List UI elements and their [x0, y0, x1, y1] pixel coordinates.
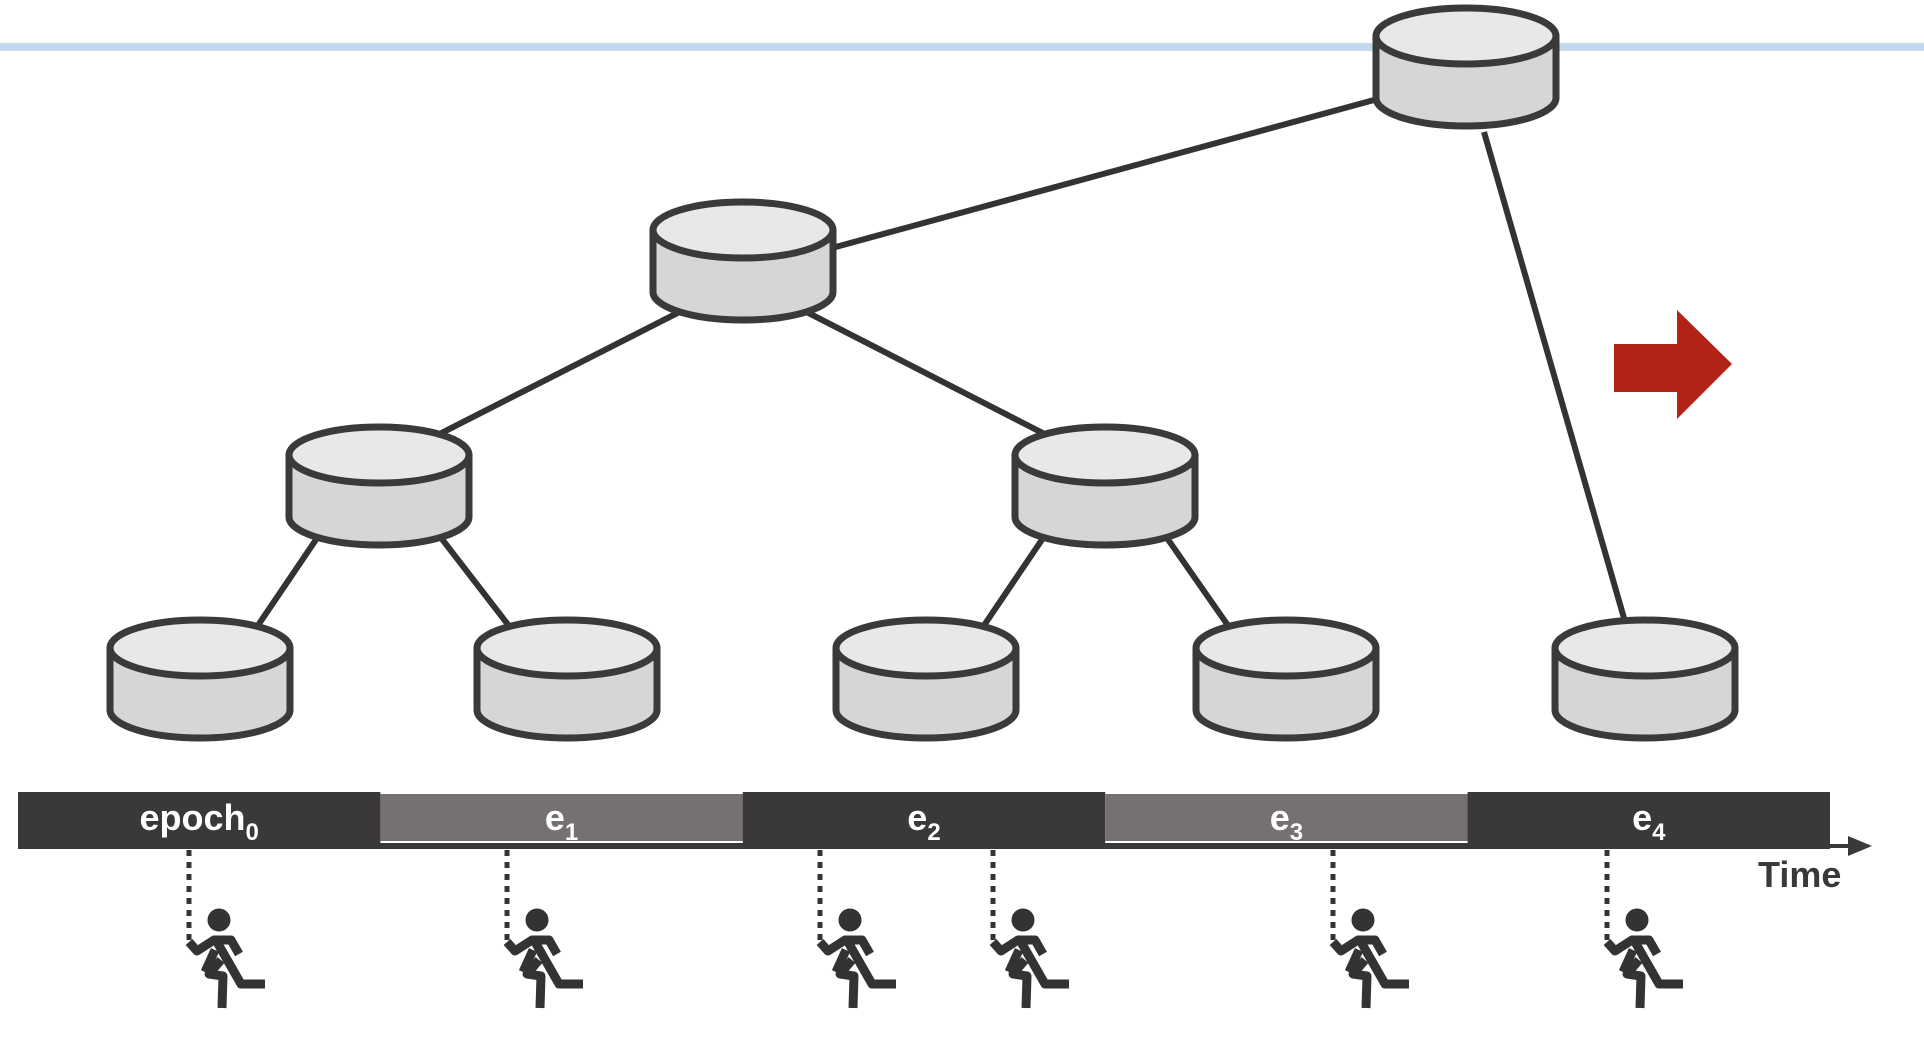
database-node-leaf-4: [1551, 616, 1739, 742]
tree-edge-root-level1: [831, 97, 1375, 251]
tree-edge-level1-level2-right: [801, 307, 1052, 440]
tree-edge-level2-right-leaf-3: [1162, 533, 1234, 632]
tree-nodes: [106, 4, 1739, 742]
tree-edge-level2-left-leaf-1: [436, 533, 515, 632]
epoch-segment-2: [742, 792, 1106, 849]
database-node-level2-left: [285, 423, 473, 549]
right-arrow-icon: [1614, 310, 1732, 419]
time-axis-line: [18, 843, 1830, 849]
epoch-segment-0: [18, 792, 381, 849]
tree-edge-root-leaf-4: [1481, 131, 1631, 633]
database-node-leaf-0: [106, 616, 294, 742]
epoch-segment-1: [380, 794, 744, 841]
timeline: epoch0 e1 e2 e3 e4: [18, 792, 1872, 856]
runner-icon: [189, 850, 265, 1008]
epoch-label-1: e1: [545, 797, 578, 846]
time-axis-arrowhead-icon: [1848, 836, 1872, 856]
epoch-segment-4: [1467, 792, 1830, 849]
epoch-label-0: epoch0: [140, 797, 259, 846]
database-node-level2-right: [1011, 423, 1199, 549]
right-arrow-icon: [1614, 310, 1732, 419]
runners: [189, 850, 1683, 1008]
runner-icon: [507, 850, 583, 1008]
tree-edge-level1-level2-left: [432, 307, 685, 440]
database-node-root: [1372, 4, 1560, 130]
tree-edge-level2-right-leaf-2: [978, 533, 1048, 632]
epoch-segment-3: [1105, 794, 1469, 841]
database-node-leaf-2: [832, 616, 1020, 742]
database-node-leaf-3: [1192, 616, 1380, 742]
time-axis-label: Time: [1758, 854, 1841, 895]
top-rule-line: [0, 43, 1924, 51]
runner-icon: [820, 850, 896, 1008]
epoch-label-3: e3: [1270, 797, 1303, 846]
epoch-label-2: e2: [907, 797, 940, 846]
database-node-leaf-1: [473, 616, 661, 742]
tree-edges: [252, 97, 1631, 633]
top-rule-line: [0, 43, 1924, 51]
tree-edge-level2-left-leaf-0: [252, 533, 322, 632]
runner-icon: [1607, 850, 1683, 1008]
database-node-level1: [649, 198, 837, 324]
runner-icon: [993, 850, 1069, 1008]
runner-icon: [1333, 850, 1409, 1008]
epoch-label-4: e4: [1632, 797, 1666, 846]
